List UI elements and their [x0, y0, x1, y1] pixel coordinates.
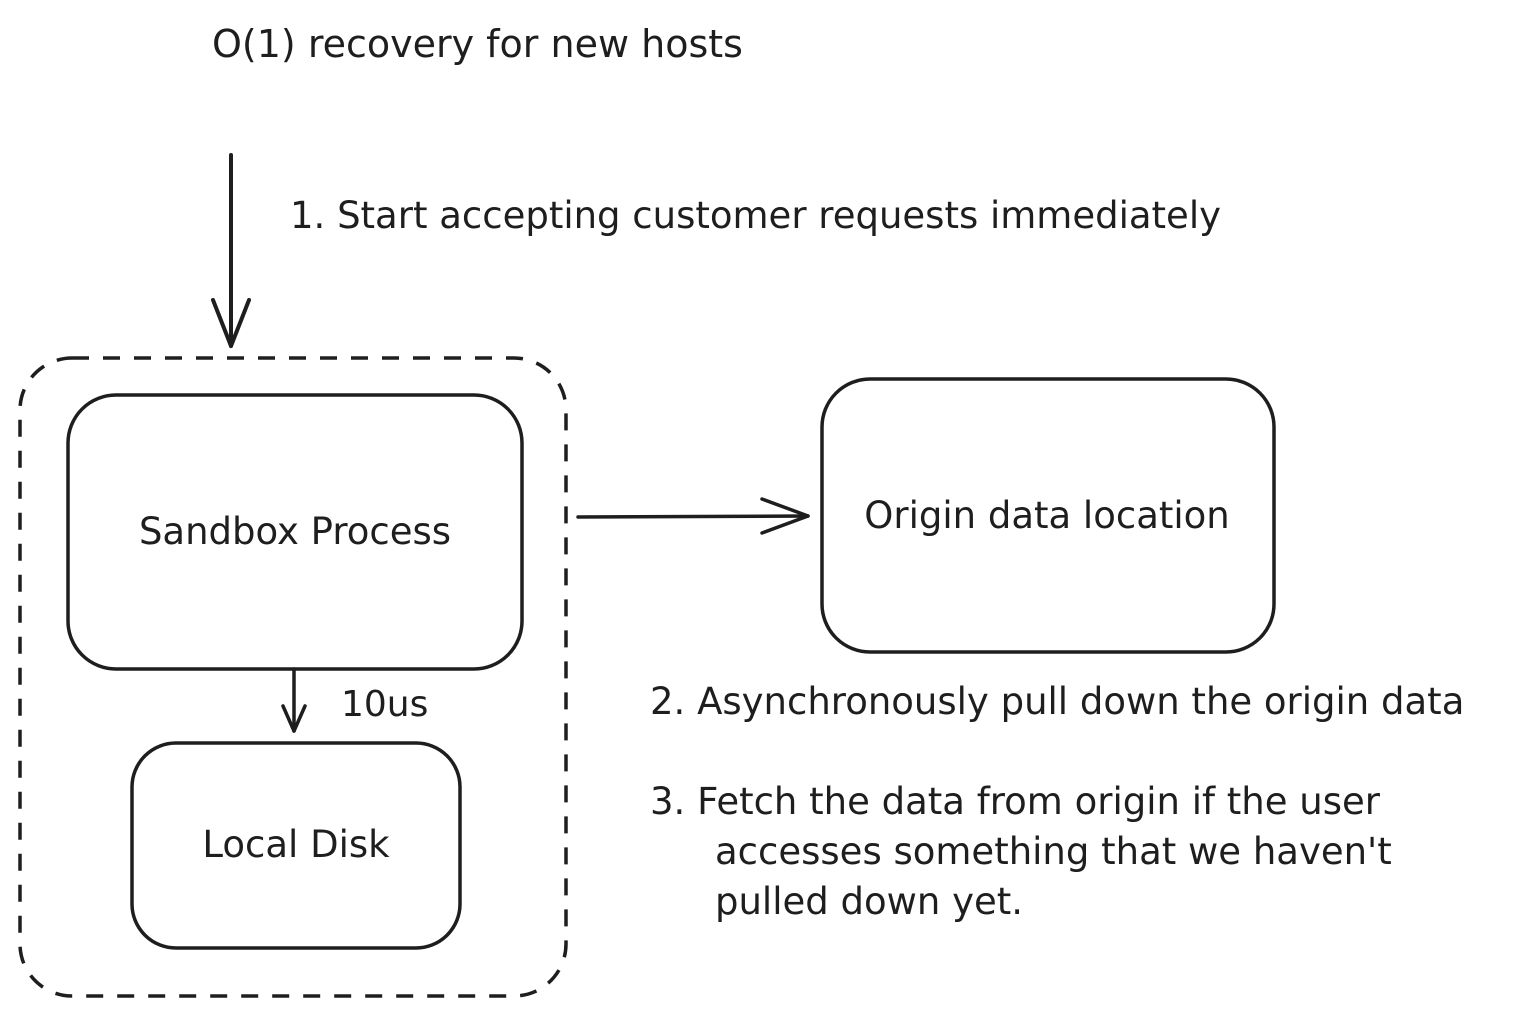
sandbox-process-node: Sandbox Process [66, 393, 524, 671]
step-3-line-2: accesses something that we haven't [715, 830, 1392, 873]
origin-data-node: Origin data location [820, 377, 1276, 654]
step-2-label: 2. Asynchronously pull down the origin d… [650, 680, 1464, 723]
incoming-requests-arrow [211, 153, 251, 348]
step-3-line-3: pulled down yet. [715, 880, 1023, 923]
step-3-line-1: 3. Fetch the data from origin if the use… [650, 780, 1381, 823]
local-disk-label: Local Disk [202, 823, 390, 866]
sandbox-to-disk-arrow [281, 667, 307, 733]
diagram-title: O(1) recovery for new hosts [212, 22, 743, 66]
step-3-label: 3. Fetch the data from origin if the use… [650, 780, 1392, 923]
host-container [18, 356, 568, 998]
local-disk-node: Local Disk [130, 741, 462, 950]
step-1-label: 1. Start accepting customer requests imm… [290, 194, 1221, 237]
latency-label: 10us [341, 684, 428, 725]
sandbox-process-label: Sandbox Process [139, 510, 451, 553]
origin-data-label: Origin data location [864, 494, 1230, 537]
host-to-origin-arrow [576, 497, 810, 535]
